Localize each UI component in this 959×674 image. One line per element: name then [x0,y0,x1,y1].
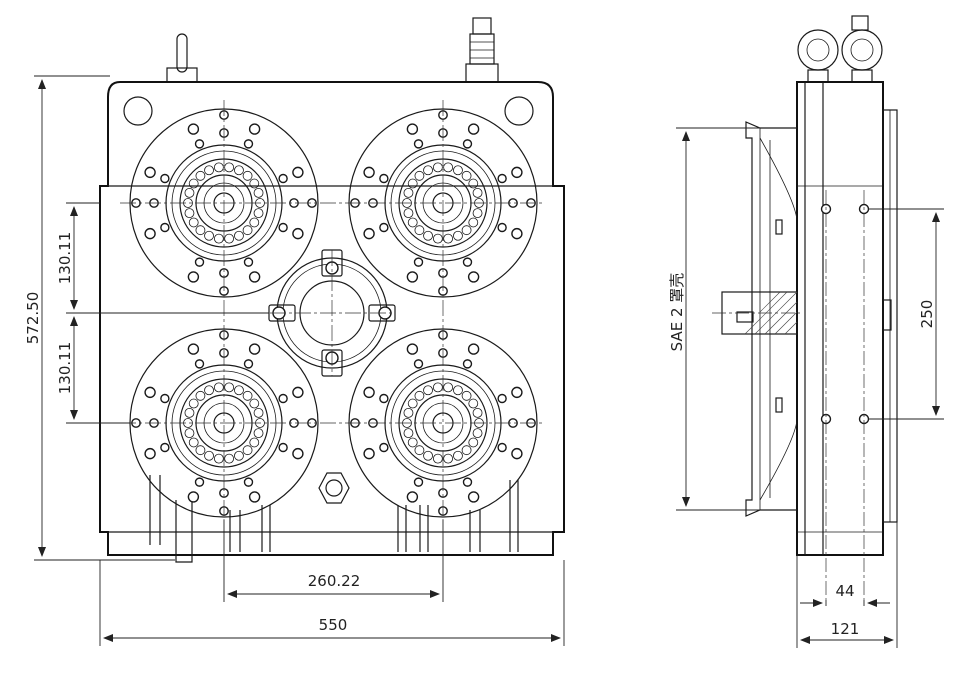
dimension-offset-lower-label: 130.11 [56,342,74,395]
dimension-side-center-distance-label: 250 [918,300,936,329]
dimension-side-width-label: 121 [831,620,860,638]
lifting-eye [166,33,198,83]
sae-bell-housing [745,121,798,517]
dimension-side-offset: 44 [800,582,890,607]
dimension-side-center-distance: 250 [869,208,944,420]
side-lifting-eyes [797,15,883,83]
drain-plug [318,472,350,504]
dimension-center-distance-label: 260.22 [308,572,361,590]
side-housing [796,81,884,556]
dimension-side-width: 121 [796,522,898,648]
dimension-offset-upper: 130.11 [56,202,269,314]
centerlines [120,100,545,520]
housing-outline [99,81,565,556]
front-view: 572.50 130.11 130.11 260.22 550 [24,17,565,646]
side-view: 250 SAE 2 罩壳 44 121 [668,15,944,648]
dimension-side-offset-label: 44 [835,582,854,600]
dimension-sae-flange: SAE 2 罩壳 [668,127,760,511]
bottom-ribs [149,475,519,563]
dimension-width-total: 550 [99,560,565,646]
dimension-center-distance: 260.22 [223,520,444,602]
dimension-offset-upper-label: 130.11 [56,232,74,285]
input-shaft [712,291,800,335]
dimension-width-total-label: 550 [319,616,348,634]
corner-hole [123,96,153,126]
dimension-height-total-label: 572.50 [24,292,42,345]
dimension-offset-lower: 130.11 [56,316,130,424]
breather-plug [465,17,499,83]
dimension-sae-flange-label: SAE 2 罩壳 [668,273,686,352]
dimension-height-total: 572.50 [24,75,175,561]
corner-hole [504,96,534,126]
